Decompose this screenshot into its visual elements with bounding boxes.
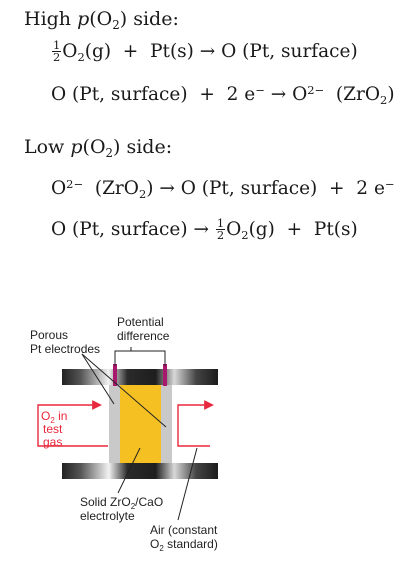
left-pt-electrode	[109, 385, 120, 463]
low-side-heading: Low p(O2) side:	[24, 136, 173, 160]
porous-leader-left	[81, 353, 115, 405]
air-label-2: O2 standard)	[150, 537, 218, 553]
o2-in-label: O2 in	[41, 409, 67, 425]
right-lead	[163, 364, 167, 386]
solid-electrolyte-label-1: Solid ZrO2/CaO	[80, 495, 163, 511]
electrolyte-block	[120, 385, 161, 463]
porous-leader-right	[81, 353, 167, 428]
air-label-1: Air (constant	[150, 523, 218, 537]
left-lead	[113, 364, 117, 386]
porous-label-2: Pt electrodes	[30, 342, 100, 356]
porous-label-1: Porous	[30, 328, 68, 342]
low-side-equation-1: O2− (ZrO2) → O (Pt, surface) + 2 e−	[51, 176, 395, 201]
top-housing-slab	[62, 369, 218, 385]
right-pt-electrode	[161, 385, 172, 463]
gas-label: gas	[43, 435, 62, 449]
potential-label-2: difference	[117, 329, 170, 343]
test-label: test	[43, 422, 63, 436]
air-flow-path	[177, 400, 214, 447]
high-side-heading: High p(O2) side:	[24, 8, 179, 32]
electrolyte-leader	[117, 447, 141, 494]
potential-label-1: Potential	[117, 315, 164, 329]
potential-bracket	[114, 350, 166, 366]
high-side-equation-2: O (Pt, surface) + 2 e− → O2− (ZrO2)	[51, 82, 395, 107]
solid-electrolyte-label-2: electrolyte	[80, 509, 135, 523]
bottom-housing-slab	[62, 463, 218, 479]
test-gas-flow-path	[37, 400, 108, 447]
air-leader	[177, 447, 198, 521]
